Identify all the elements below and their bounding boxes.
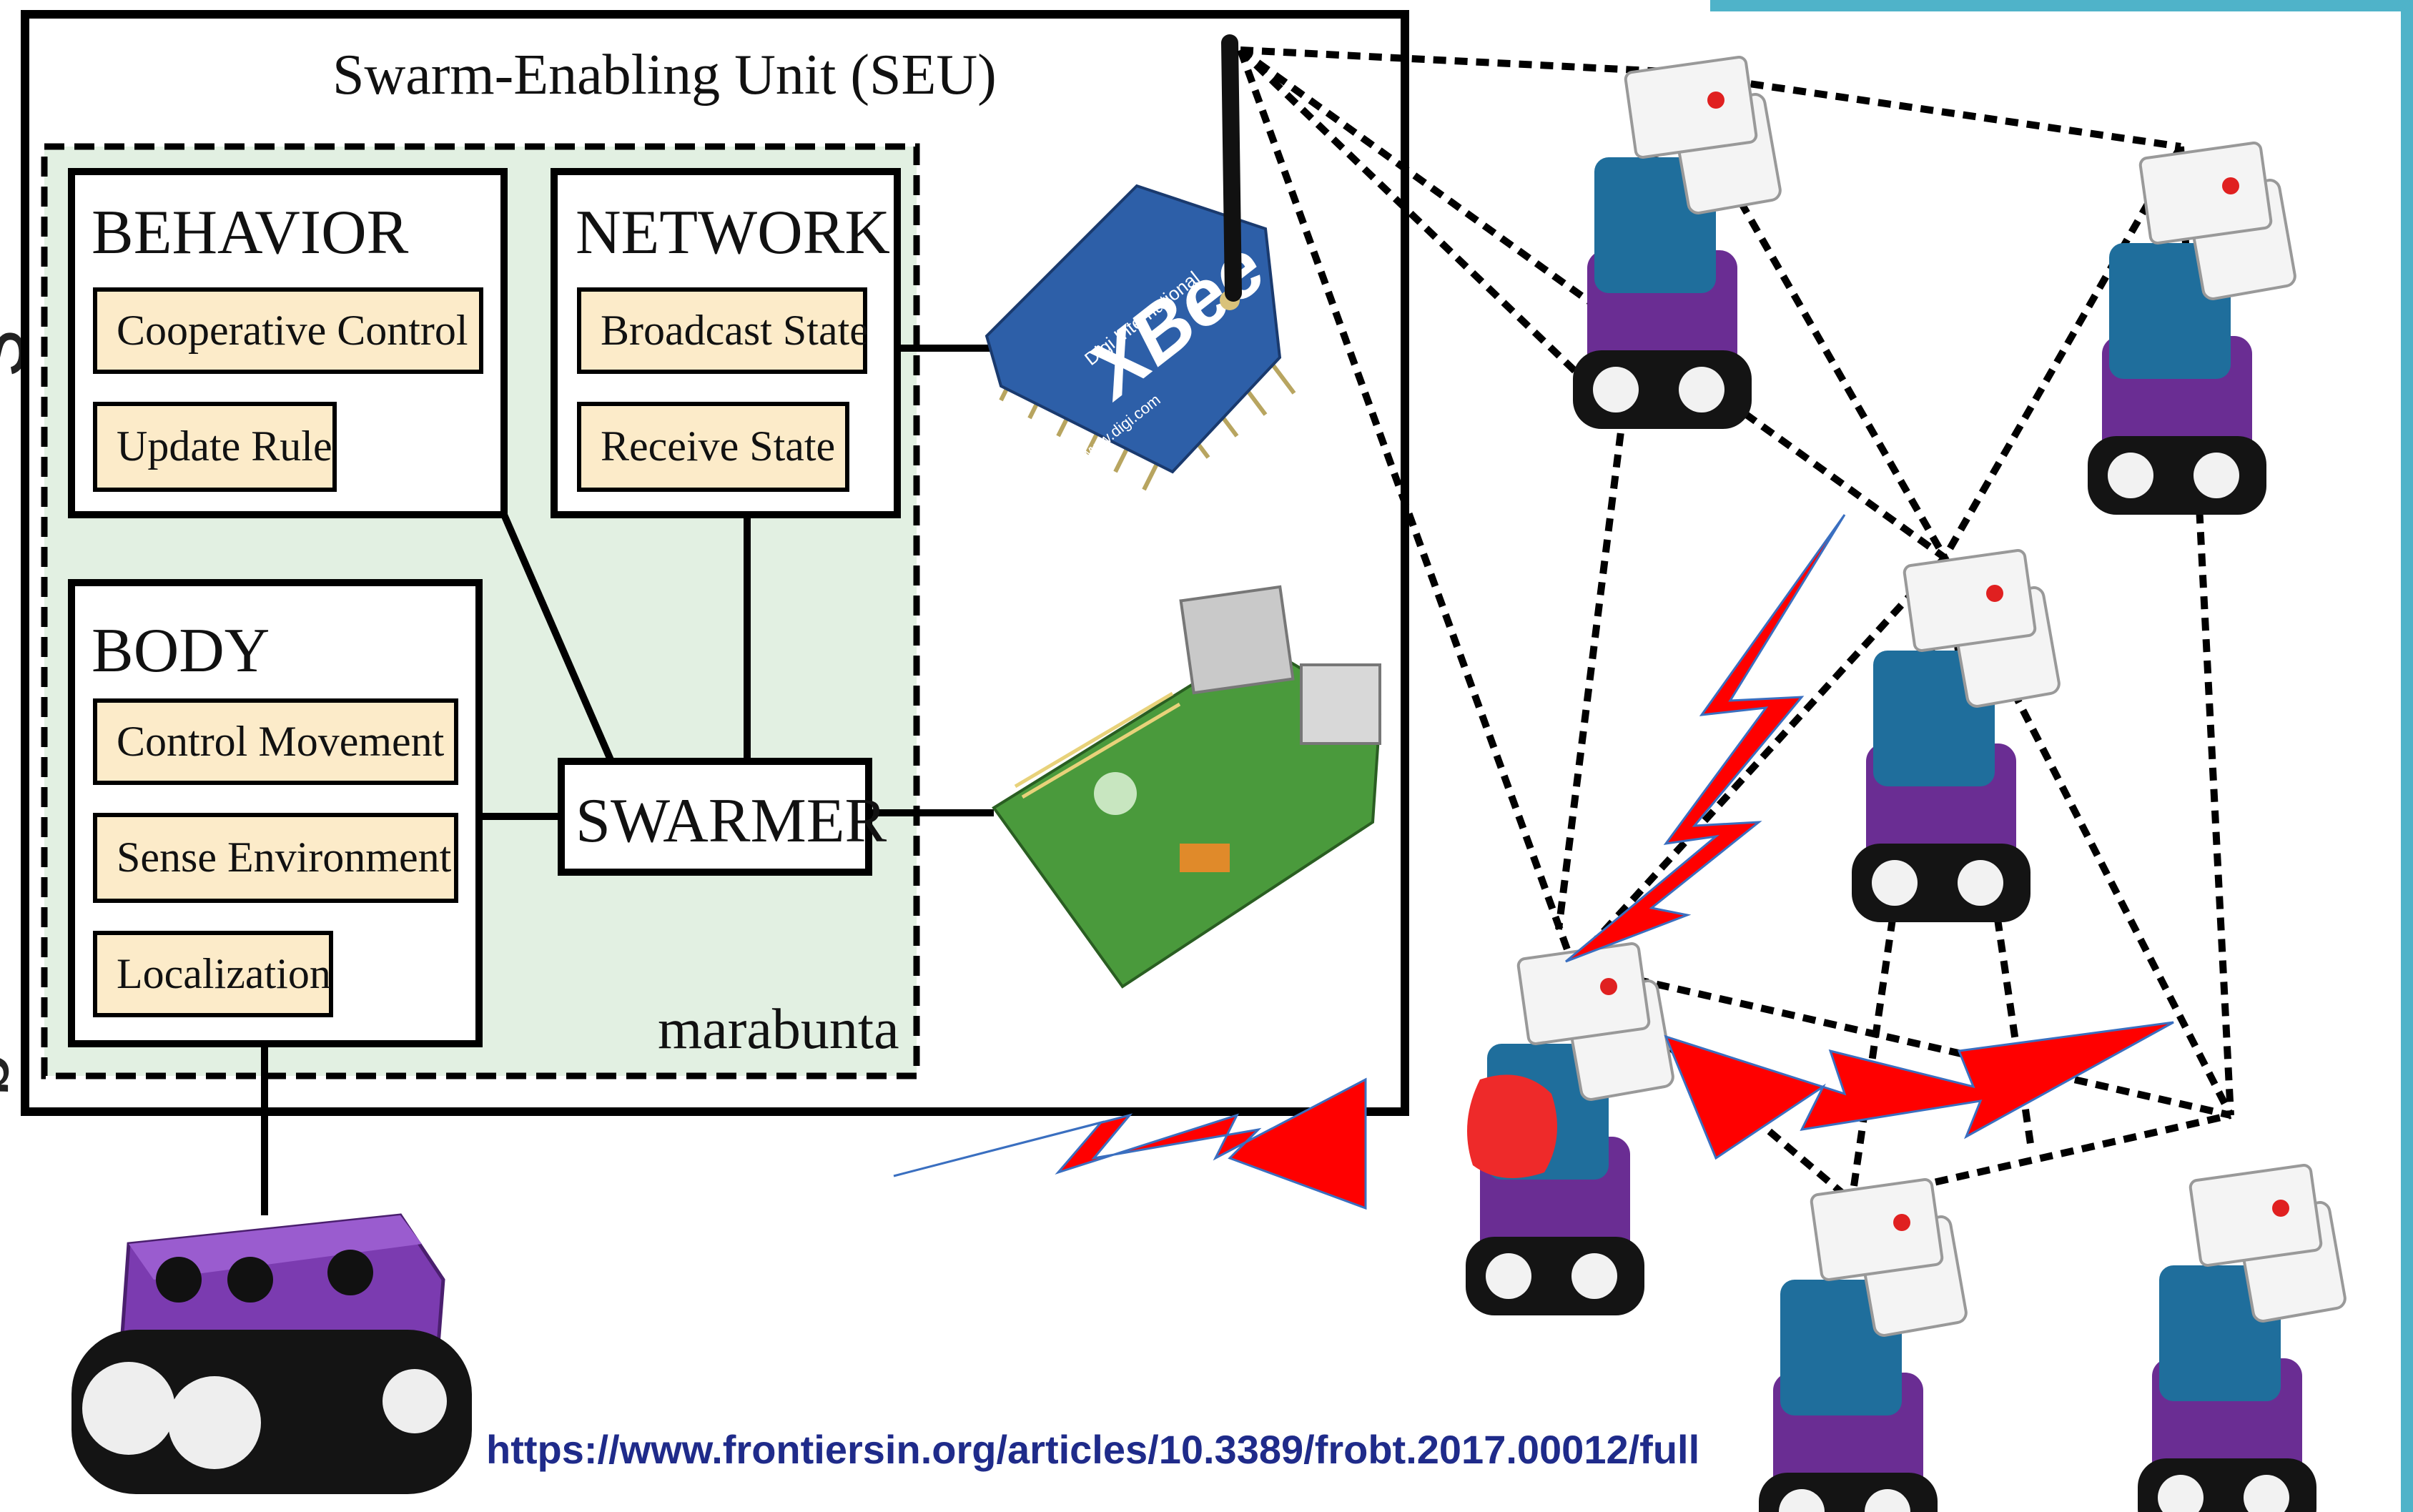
swarm-robots bbox=[1464, 54, 2349, 1512]
body-title: BODY bbox=[92, 616, 270, 686]
raspberry-pi-board bbox=[992, 585, 1382, 989]
accent-frame-right bbox=[2401, 0, 2413, 1512]
item-box-broadcast-state bbox=[577, 287, 867, 374]
item-control-movement: Control Movement bbox=[117, 718, 445, 765]
source-url-link[interactable]: https://www.frontiersin.org/articles/10.… bbox=[486, 1427, 1700, 1472]
item-box-localization bbox=[93, 931, 333, 1017]
xbee-module: XBee bbox=[985, 184, 1296, 491]
item-box-update-rule bbox=[93, 402, 337, 492]
swarmer-title: SWARMER bbox=[576, 786, 887, 856]
item-cooperative-control: Cooperative Control bbox=[117, 307, 468, 354]
item-box-receive-state bbox=[577, 402, 849, 492]
antenna bbox=[1221, 34, 1242, 302]
item-update-rule: Update Rule bbox=[117, 423, 332, 470]
item-box-sense-environment bbox=[93, 813, 458, 903]
lightning-bolts bbox=[893, 514, 2174, 1210]
injected-robot-red-patch bbox=[1467, 1074, 1557, 1178]
behavior-title: BEHAVIOR bbox=[92, 198, 409, 267]
purple-robot bbox=[71, 1213, 472, 1494]
item-localization: Localization bbox=[117, 950, 331, 997]
item-box-control-movement bbox=[93, 698, 458, 785]
marabunta-label: marabunta bbox=[658, 998, 899, 1061]
connector-behavior-swarmer bbox=[500, 513, 615, 763]
item-broadcast-state: Broadcast State bbox=[601, 307, 869, 354]
swarmer-box bbox=[558, 758, 872, 876]
item-receive-state: Receive State bbox=[601, 423, 836, 470]
network-title: NETWORK bbox=[576, 198, 890, 267]
lightning-left bbox=[893, 1077, 1367, 1210]
accent-frame-top bbox=[1710, 0, 2413, 11]
lightning-center bbox=[1565, 514, 1846, 963]
item-sense-environment: Sense Environment bbox=[117, 834, 452, 881]
lightning-right bbox=[1664, 1021, 2174, 1160]
item-box-cooperative-control bbox=[93, 287, 483, 374]
seu-title: Swarm-Enabling Unit (SEU) bbox=[332, 44, 997, 107]
